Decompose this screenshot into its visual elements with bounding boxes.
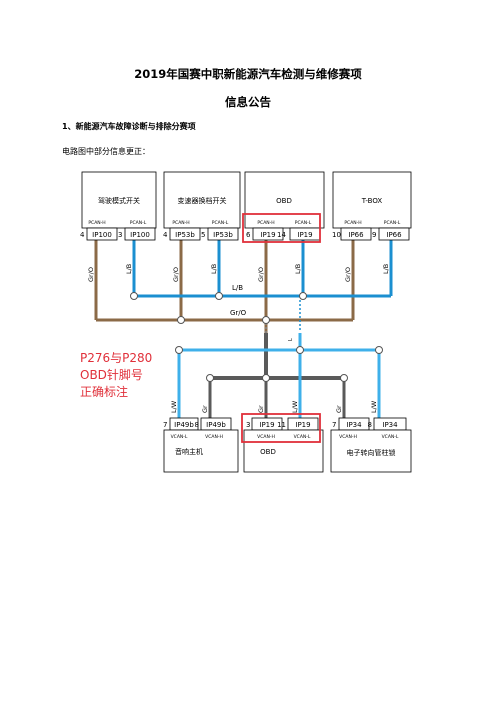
wire-color-label: Gr/O: [257, 267, 265, 282]
splice-dot: [299, 292, 307, 300]
module-name: 变速器换档开关: [178, 196, 227, 205]
splice-dot: [130, 292, 138, 300]
module-name: OBD: [260, 448, 276, 456]
wire-color-label: L/W: [170, 400, 178, 413]
vcan-label: VCAN-L: [382, 434, 399, 440]
pin-number: 4: [80, 231, 85, 239]
bus-lw-label: L: [288, 338, 294, 341]
connector-id: IP53b: [213, 231, 233, 239]
splice-dot: [215, 292, 223, 300]
pin-number: 7: [163, 421, 167, 429]
pin-number: 14: [277, 231, 286, 239]
connector-id: IP19: [297, 231, 312, 239]
wire-color-label: Gr: [201, 405, 209, 413]
vcan-label: VCAN-L: [294, 434, 311, 440]
connector-id: IP19: [295, 421, 310, 429]
connector-id: IP66: [348, 231, 364, 239]
connector-id: IP100: [130, 231, 150, 239]
pcan-h-label: PCAN-H: [257, 220, 274, 226]
vcan-label: VCAN-L: [171, 434, 188, 440]
vcan-label: VCAN-H: [205, 434, 223, 440]
module-name: 音响主机: [175, 447, 203, 456]
wire-color-label: Gr/O: [87, 267, 95, 282]
correction-note: 电路图中部分信息更正：: [62, 147, 150, 156]
splice-dot: [262, 374, 270, 382]
pcan-l-label: PCAN-L: [130, 220, 147, 226]
splice-dot: [175, 346, 183, 354]
section-heading: 1、新能源汽车故障诊断与排除分赛项: [62, 122, 196, 131]
splice-dot: [177, 316, 185, 324]
highlight-box-bottom: [241, 413, 321, 443]
pin-number: 7: [332, 421, 336, 429]
connector-id: IP49b: [174, 421, 194, 429]
connector-id: IP53b: [175, 231, 195, 239]
bus-lb-label: L/B: [232, 284, 243, 292]
pin-number: 6: [246, 231, 251, 239]
wire-color-label: Gr/O: [344, 267, 352, 282]
highlight-box-top: [242, 213, 321, 243]
bottom-module-1: L/W Gr 7 IP49b 8 IP49b VCAN-L VCAN-H 音响主…: [163, 400, 239, 473]
document-subtitle: 信息公告: [225, 95, 271, 109]
annotation-line: 正确标注: [80, 384, 128, 399]
splice-dot: [296, 346, 304, 354]
pcan-h-label: PCAN-H: [344, 220, 361, 226]
pin-number: 9: [372, 231, 376, 239]
pin-number: 10: [332, 231, 341, 239]
splice-dot: [340, 374, 348, 382]
pin-number: 11: [277, 421, 286, 429]
connector-id: IP49b: [206, 421, 226, 429]
connector-id: IP19: [260, 231, 275, 239]
wire-color-label: L/B: [210, 264, 218, 274]
wire-color-label: L/B: [294, 264, 302, 274]
bottom-module-3: Gr L/W 7 IP34 8 IP34 VCAN-H VCAN-L 电子转向管…: [330, 400, 412, 473]
pcan-h-label: PCAN-H: [88, 220, 105, 226]
module-name: OBD: [276, 197, 292, 205]
correction-annotation: P276与P280 OBD针脚号 正确标注: [80, 351, 152, 399]
pin-number: 3: [118, 231, 122, 239]
wire-color-label: Gr: [257, 405, 265, 413]
pcan-l-label: PCAN-L: [295, 220, 312, 226]
vcan-label: VCAN-H: [339, 434, 357, 440]
pin-number: 5: [201, 231, 205, 239]
top-module-1: 驾驶模式开关 PCAN-H PCAN-L 4 IP100 3 IP100 Gr/…: [80, 171, 157, 282]
pin-number: 4: [163, 231, 168, 239]
splice-dot: [206, 374, 214, 382]
connector-id: IP66: [386, 231, 402, 239]
pin-number: 3: [246, 421, 250, 429]
connector-id: IP100: [92, 231, 112, 239]
wire-color-label: Gr/O: [172, 267, 180, 282]
wire-color-label: L/B: [125, 264, 133, 274]
module-name: 电子转向管柱锁: [347, 448, 396, 457]
bottom-module-2: Gr L/W 3 IP19 11 IP19 VCAN-H VCAN-L OBD: [241, 400, 324, 473]
pin-number: 8: [368, 421, 372, 429]
pcan-l-label: PCAN-L: [384, 220, 401, 226]
connector-id: IP34: [382, 421, 398, 429]
splice-dot: [375, 346, 383, 354]
document-title: 2019年国赛中职新能源汽车检测与维修赛项: [134, 67, 362, 81]
module-name: 驾驶模式开关: [98, 196, 140, 205]
module-name: T-BOX: [361, 197, 383, 205]
wire-color-label: Gr: [335, 405, 343, 413]
vcan-label: VCAN-H: [257, 434, 275, 440]
connector-id: IP19: [259, 421, 274, 429]
pin-number: 8: [195, 421, 199, 429]
connector-id: IP34: [346, 421, 362, 429]
wire-color-label: L/B: [382, 264, 390, 274]
wire-color-label: L/W: [370, 400, 378, 413]
top-module-4: T-BOX PCAN-H PCAN-L 10 IP66 9 IP66 Gr/O …: [332, 171, 412, 282]
splice-dot: [262, 316, 270, 324]
annotation-line: P276与P280: [80, 351, 152, 365]
bus-gro-label: Gr/O: [230, 309, 247, 317]
pcan-l-label: PCAN-L: [212, 220, 229, 226]
pcan-h-label: PCAN-H: [172, 220, 189, 226]
top-module-3: OBD PCAN-H PCAN-L 6 IP19 14 IP19 Gr/O L/…: [242, 171, 325, 282]
top-module-2: 变速器换档开关 PCAN-H PCAN-L 4 IP53b 5 IP53b Gr…: [163, 171, 241, 282]
annotation-line: OBD针脚号: [80, 367, 143, 382]
wire-color-label: L/W: [291, 400, 299, 413]
